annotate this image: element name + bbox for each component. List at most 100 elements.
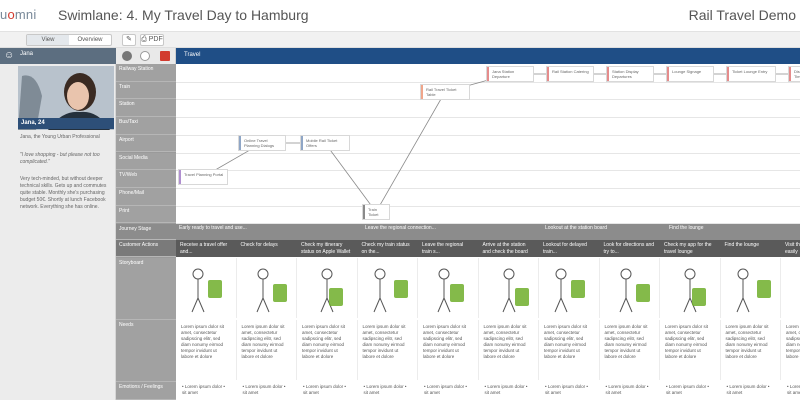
lane-gridline (176, 99, 800, 101)
row-label-notes: Needs (116, 320, 176, 382)
touchpoint-card[interactable]: Display Times (788, 66, 800, 82)
journey-step[interactable]: Check my app for the travel lounge (664, 242, 712, 255)
lane-gridline (176, 134, 800, 136)
journey-connector (324, 142, 377, 213)
lane-gridline (176, 81, 800, 83)
journey-stage[interactable]: Lookout at the station board (545, 225, 607, 231)
storyboard-sketch (236, 258, 297, 318)
emotion-bullets: • Lorem ipsum dolor • sit amet (424, 384, 467, 395)
row-label-tv-web: TV/Web (116, 170, 176, 188)
pdf-button[interactable]: ⎙ PDF (140, 34, 164, 46)
persona-photo (18, 66, 114, 130)
stage-bar (176, 224, 800, 240)
needs-note: Lorem ipsum dolor sit amet, consectetur … (600, 320, 660, 380)
journey-step[interactable]: Leave the regional train s... (422, 242, 464, 255)
lane-gridline (176, 117, 800, 119)
emotion-bullets: • Lorem ipsum dolor • sit amet (363, 384, 407, 395)
storyboard-sketch (781, 258, 800, 318)
needs-note: Lorem ipsum dolor sit amet, consectetur … (479, 320, 539, 380)
emotion-bullets: • Lorem ipsum dolor • sit amet (787, 384, 800, 395)
step-bar (176, 240, 800, 257)
row-label-train: Train (116, 81, 176, 100)
touchpoint-card[interactable]: Rail Travel Ticket Table (420, 84, 470, 100)
storyboard-sketch (720, 258, 781, 318)
emotion-bullets: • Lorem ipsum dolor • sit amet (605, 384, 649, 395)
view-toggle[interactable]: View Overview (26, 34, 112, 46)
touchpoint-card[interactable]: Station Display Departures (606, 66, 654, 82)
row-label-stage: Journey Stage (116, 224, 176, 240)
touchpoint-card[interactable]: Jana Station Departure (486, 66, 534, 82)
lane-gridline (176, 223, 800, 225)
storyboard-sketch (418, 258, 479, 318)
touchpoint-card[interactable]: Lounge Signage (666, 66, 714, 82)
project-title: Rail Travel Demo (688, 7, 796, 23)
row-label-bus-taxi: Bus/Taxi (116, 117, 176, 135)
persona-bio: Very tech-minded, but without deeper tec… (20, 176, 107, 210)
lane-gridline (176, 187, 800, 189)
touchpoint-card[interactable]: Train Ticket (362, 204, 390, 220)
journey-step[interactable]: Check for delays (240, 242, 278, 248)
emotion-bullets: • Lorem ipsum dolor • sit amet (242, 384, 286, 395)
needs-note: Lorem ipsum dolor sit amet, consectetur … (539, 320, 600, 380)
journey-step[interactable]: Lookout for delayed train... (543, 242, 587, 255)
sketch-figure-icon (191, 268, 222, 313)
journey-connector (375, 91, 446, 213)
lane-gridline (176, 152, 800, 154)
emotion-bullets: • Lorem ipsum dolor • sit amet (303, 384, 346, 395)
journey-stage[interactable]: Find the lounge (669, 225, 704, 231)
emotion-bullets: • Lorem ipsum dolor • sit amet (484, 384, 528, 395)
needs-note: Lorem ipsum dolor sit amet, consectetur … (721, 320, 781, 380)
circle-icon[interactable] (140, 51, 150, 61)
storyboard-sketch (660, 258, 721, 318)
journey-step[interactable]: Arrive at the station and check the boar… (482, 242, 528, 255)
needs-note: Lorem ipsum dolor sit amet, consectetur … (358, 320, 418, 380)
record-icon[interactable] (122, 51, 132, 61)
sketch-figure-icon (437, 268, 464, 313)
journey-step[interactable]: Receive a travel offer and... (180, 242, 228, 255)
storyboard-sketch (176, 258, 237, 318)
sketch-figure-icon (502, 268, 529, 313)
needs-note: Lorem ipsum dolor sit amet, consectetur … (660, 320, 721, 380)
overview-tab[interactable]: Overview (77, 37, 103, 43)
sketch-figure-icon (320, 268, 343, 313)
sketch-figure-icon (619, 268, 650, 313)
sketch-figure-icon (781, 258, 800, 318)
page-title: Swimlane: 4. My Travel Day to Hamburg (58, 7, 309, 23)
journey-stage[interactable]: Leave the regional connection... (365, 225, 436, 231)
journey-step[interactable]: Check my itinerary status on Apple Walle… (301, 242, 351, 255)
touchpoint-card[interactable]: Mobile Rail Ticket Offers (300, 135, 350, 151)
touchpoint-card[interactable]: Ticket Lounge Entry (726, 66, 776, 82)
touchpoint-card[interactable]: Rail Station Catering (546, 66, 594, 82)
journey-step[interactable]: Visit the travel lounge easily (785, 242, 800, 255)
emotion-bullets: • Lorem ipsum dolor • sit amet (726, 384, 770, 395)
lane-header: Travel (176, 48, 800, 64)
sketch-figure-icon (256, 268, 287, 313)
view-tab[interactable]: View (27, 35, 69, 45)
storyboard-sketch (599, 258, 660, 318)
row-label-steps: Customer Actions (116, 240, 176, 257)
storyboard-sketch (297, 258, 358, 318)
storyboard-sketch (357, 258, 418, 318)
flag-icon[interactable] (160, 51, 170, 61)
row-label-bullets: Emotions / Feelings (116, 382, 176, 400)
needs-note: Lorem ipsum dolor sit amet, consectetur … (297, 320, 358, 380)
row-label-railway-station: Railway Station (116, 64, 176, 82)
journey-step[interactable]: Check my train status on the... (361, 242, 410, 255)
touchpoint-card[interactable]: Online Travel Planning Dialogs (238, 135, 286, 151)
needs-note: Lorem ipsum dolor sit amet, consectetur … (418, 320, 479, 380)
row-label-airport: Airport (116, 134, 176, 153)
lane-gridline (176, 170, 800, 172)
journey-step[interactable]: Find the lounge (724, 242, 759, 248)
journey-step[interactable]: Look for directions and try to... (603, 242, 655, 255)
journey-stage[interactable]: Early ready to travel and use... (179, 225, 247, 231)
edit-button[interactable]: ✎ (122, 34, 136, 46)
emotion-bullets: • Lorem ipsum dolor • sit amet (182, 384, 225, 395)
row-label-sketch: Storyboard (116, 258, 176, 320)
row-label-phone-mail: Phone/Mail (116, 187, 176, 206)
sketch-figure-icon (554, 268, 585, 313)
logo[interactable]: uomni (0, 7, 37, 22)
touchpoint-card[interactable]: Travel Planning Portal (178, 169, 228, 185)
storyboard-sketch (539, 258, 600, 318)
